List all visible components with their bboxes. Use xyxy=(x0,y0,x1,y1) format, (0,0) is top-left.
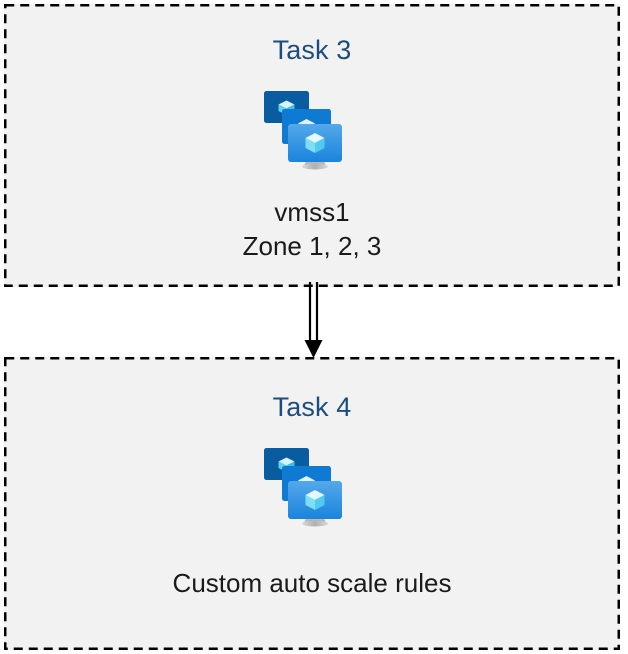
caption-vmss-zones: Zone 1, 2, 3 xyxy=(242,231,382,261)
task-title-task4: Task 4 xyxy=(272,392,352,422)
connector-arrow xyxy=(304,282,323,358)
vmss-icon-graphic xyxy=(264,448,342,527)
caption-block-task4: Custom auto scale rules xyxy=(173,566,452,600)
caption-vmss-name: vmss1 xyxy=(274,197,350,227)
arrowhead xyxy=(304,340,323,358)
task-title-task3: Task 3 xyxy=(272,35,352,65)
cube-glyph-front xyxy=(305,133,325,153)
caption-block-task3: vmss1 Zone 1, 2, 3 xyxy=(243,195,382,263)
vmss-icon-graphic xyxy=(264,91,342,170)
monitor-base xyxy=(302,163,328,170)
vmss-icon-task3 xyxy=(260,85,364,181)
vmss-icon-task4 xyxy=(260,442,364,538)
cube-glyph-front xyxy=(305,490,325,510)
task-box-task4[interactable]: Task 4 xyxy=(4,357,620,650)
task-box-task3[interactable]: Task 3 xyxy=(4,4,620,287)
caption-autoscale-rules: Custom auto scale rules xyxy=(172,568,452,598)
monitor-base xyxy=(302,520,328,527)
